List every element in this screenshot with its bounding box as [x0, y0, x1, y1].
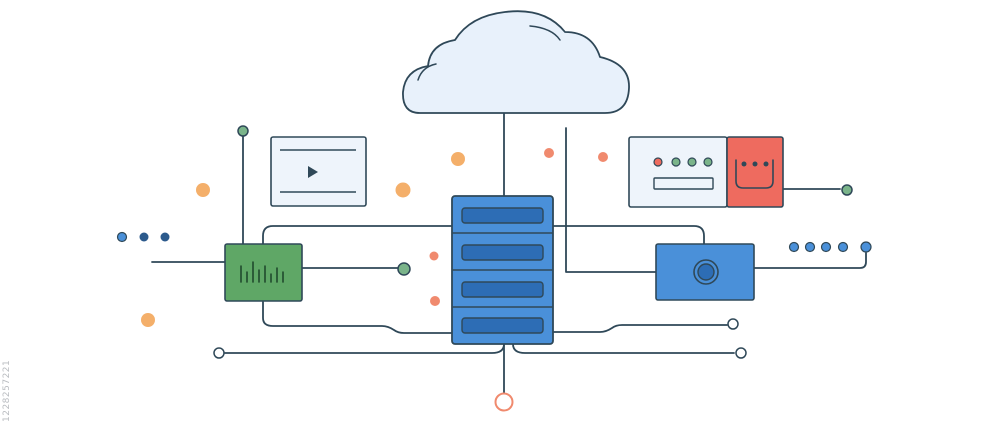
dot-orange [395, 182, 411, 198]
device-lens-outer [693, 259, 719, 285]
browser-dot [671, 157, 681, 167]
cloud-highlight [417, 63, 437, 81]
connector-green-top-server [262, 225, 453, 245]
stock-id-text: 1228257221 [2, 359, 12, 422]
dot-blue [837, 241, 849, 253]
dot-orange [451, 152, 465, 166]
video-panel [270, 136, 367, 207]
chart-bars [240, 261, 284, 283]
dot-salmon [430, 296, 440, 306]
browser-dot [703, 157, 713, 167]
browser-dot [687, 157, 697, 167]
dot-orange [141, 313, 155, 327]
bracket-dot [741, 161, 747, 167]
connector-nodes [213, 125, 853, 412]
dot-blue [820, 241, 832, 253]
node-open [213, 347, 225, 359]
browser-dot [653, 157, 663, 167]
browser-red-panel [726, 136, 784, 208]
device-lens-inner [697, 263, 715, 281]
server-slot [461, 281, 544, 298]
node-salmon-open [494, 392, 514, 412]
connector-server-right-top [552, 225, 705, 245]
dot-blue [788, 241, 800, 253]
connectors [151, 111, 867, 394]
connector-bottom-right [512, 343, 735, 354]
dot-salmon [544, 148, 554, 158]
decorative-dots [116, 148, 872, 327]
dot-blue [116, 231, 128, 243]
dot-blue [804, 241, 816, 253]
bracket-dot [752, 161, 758, 167]
dot-salmon [429, 251, 439, 261]
node-green [237, 125, 249, 137]
cloud-shape [402, 10, 630, 114]
connector-bottom-long [224, 343, 505, 354]
node-green [841, 184, 853, 196]
play-icon [308, 166, 318, 178]
node-open [727, 318, 739, 330]
cloud-highlight [529, 25, 561, 41]
connector-server-right-mid [552, 324, 728, 333]
browser-window-icon [628, 136, 784, 208]
cloud-icon [402, 10, 630, 114]
camera-device-icon [655, 243, 755, 301]
bar-chart-icon [224, 243, 303, 302]
browser-address-bar [653, 177, 714, 190]
connector-top-right [565, 127, 657, 273]
dot-orange [196, 183, 210, 197]
bracket-icon [735, 159, 774, 189]
dot-navy [160, 232, 170, 242]
server-rack-icon [451, 195, 554, 345]
chart-box [224, 243, 303, 302]
dot-blue [860, 241, 872, 253]
server-slot [461, 207, 544, 224]
node-green [397, 262, 411, 276]
connector-green-bottom-server [262, 301, 453, 334]
bracket-dot [763, 161, 769, 167]
server-slot [461, 244, 544, 261]
node-open [735, 347, 747, 359]
dot-salmon [598, 152, 608, 162]
dot-navy [139, 232, 149, 242]
browser-panel [628, 136, 728, 208]
video-player-icon [270, 136, 367, 207]
connector-device-right [753, 252, 867, 269]
server-slot [461, 317, 544, 334]
